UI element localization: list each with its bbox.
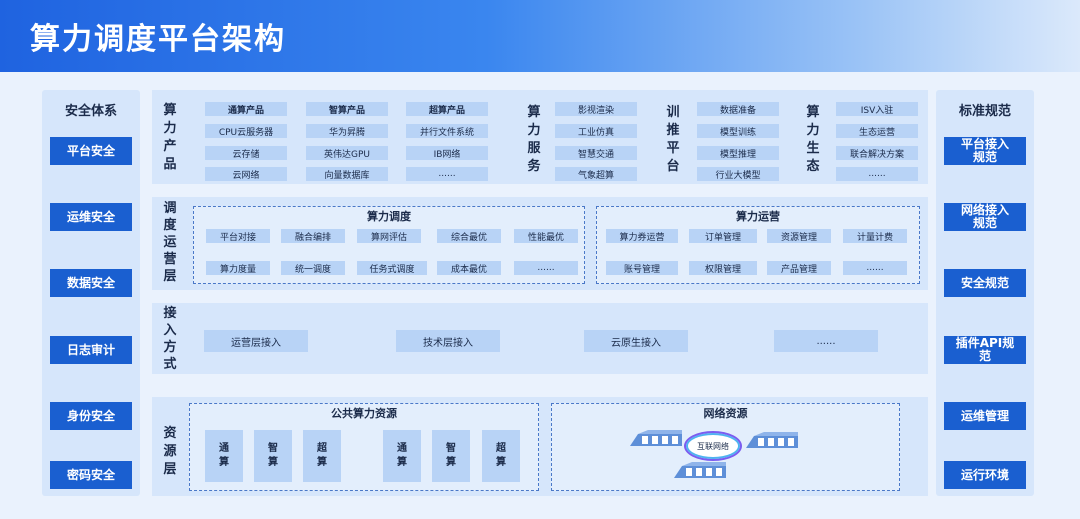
dispatch-chip[interactable]: 成本最优: [437, 261, 501, 275]
product-chip[interactable]: 云存储: [205, 146, 287, 160]
scheduling-label: 调 度 运 营 层: [163, 201, 177, 284]
product-chip[interactable]: 华为昇腾: [306, 124, 388, 138]
product-chip[interactable]: 智算产品: [306, 102, 388, 116]
standards-item[interactable]: 网络接入 规范: [944, 203, 1026, 231]
dispatch-chip[interactable]: 平台对接: [206, 229, 270, 243]
operation-chip[interactable]: ......: [843, 261, 907, 275]
training-chip[interactable]: 数据准备: [697, 102, 779, 116]
security-item[interactable]: 密码安全: [50, 461, 132, 489]
resource-box[interactable]: 通 算: [205, 430, 243, 482]
product-chip[interactable]: ......: [406, 167, 488, 181]
operation-chip[interactable]: 权限管理: [689, 261, 757, 275]
operation-chip[interactable]: 订单管理: [689, 229, 757, 243]
product-chip[interactable]: 英伟达GPU: [306, 146, 388, 160]
security-item[interactable]: 身份安全: [50, 402, 132, 430]
standards-panel-title: 标准规范: [958, 104, 1011, 119]
datacenter-icon: [630, 430, 682, 446]
operation-title: 算力运营: [736, 210, 780, 223]
products-label: 算 力 产 品: [163, 103, 177, 172]
security-panel-title: 安全体系: [64, 104, 117, 119]
dispatch-chip[interactable]: 统一调度: [281, 261, 345, 275]
network-resources-title: 网络资源: [703, 407, 748, 420]
operation-chip[interactable]: 算力券运营: [606, 229, 678, 243]
product-chip[interactable]: CPU云服务器: [205, 124, 287, 138]
resources-label: 资 源 层: [163, 426, 177, 477]
product-chip[interactable]: 通算产品: [205, 102, 287, 116]
dispatch-chip[interactable]: 算网评估: [357, 229, 421, 243]
product-chip[interactable]: 并行文件系统: [406, 124, 488, 138]
datacenter-icon: [746, 432, 798, 448]
standards-item[interactable]: 安全规范: [944, 269, 1026, 297]
security-panel: 安全体系 平台安全 运维安全 数据安全 日志审计 身份安全 密码安全: [42, 90, 140, 496]
dispatch-chip[interactable]: 性能最优: [514, 229, 578, 243]
interconnect-network-label: 互联网络: [697, 441, 729, 451]
services-label: 算 力 服 务: [527, 105, 541, 174]
dispatch-chip[interactable]: ......: [514, 261, 578, 275]
interconnect-network-icon: 互联网络: [684, 431, 742, 461]
dispatch-chip[interactable]: 算力度量: [206, 261, 270, 275]
access-chip[interactable]: 云原生接入: [584, 330, 688, 352]
resource-box[interactable]: 智 算: [432, 430, 470, 482]
access-chip[interactable]: ......: [774, 330, 878, 352]
standards-item[interactable]: 插件API规 范: [944, 336, 1026, 364]
access-label: 接 入 方 式: [163, 306, 177, 372]
public-resources-title: 公共算力资源: [331, 407, 397, 420]
security-item[interactable]: 平台安全: [50, 137, 132, 165]
service-chip[interactable]: 智慧交通: [555, 146, 637, 160]
standards-item[interactable]: 运维管理: [944, 402, 1026, 430]
standards-item[interactable]: 平台接入 规范: [944, 137, 1026, 165]
dispatch-chip[interactable]: 融合编排: [281, 229, 345, 243]
operation-chip[interactable]: 产品管理: [767, 261, 831, 275]
access-chip[interactable]: 运营层接入: [204, 330, 308, 352]
product-chip[interactable]: 云网络: [205, 167, 287, 181]
standards-item[interactable]: 运行环境: [944, 461, 1026, 489]
dispatch-title: 算力调度: [367, 210, 411, 223]
header-banner: 算力调度平台架构: [0, 0, 1080, 72]
datacenter-icon: [674, 462, 726, 478]
dispatch-chip[interactable]: 任务式调度: [357, 261, 427, 275]
public-resources-group: 公共算力资源: [189, 403, 539, 491]
access-chip[interactable]: 技术层接入: [396, 330, 500, 352]
ecology-chip[interactable]: 联合解决方案: [836, 146, 918, 160]
service-chip[interactable]: 气象超算: [555, 167, 637, 181]
resource-box[interactable]: 通 算: [383, 430, 421, 482]
training-chip[interactable]: 行业大模型: [697, 167, 779, 181]
ecology-chip[interactable]: ......: [836, 167, 918, 181]
security-item[interactable]: 数据安全: [50, 269, 132, 297]
resource-box[interactable]: 智 算: [254, 430, 292, 482]
training-label: 训 推 平 台: [666, 105, 680, 174]
product-chip[interactable]: IB网络: [406, 146, 488, 160]
resource-box[interactable]: 超 算: [303, 430, 341, 482]
operation-chip[interactable]: 账号管理: [606, 261, 678, 275]
ecology-chip[interactable]: 生态运营: [836, 124, 918, 138]
operation-chip[interactable]: 资源管理: [767, 229, 831, 243]
dispatch-chip[interactable]: 综合最优: [437, 229, 501, 243]
security-item[interactable]: 日志审计: [50, 336, 132, 364]
standards-panel: 标准规范 平台接入 规范 网络接入 规范 安全规范 插件API规 范 运维管理 …: [936, 90, 1034, 496]
ecology-label: 算 力 生 态: [806, 105, 820, 174]
product-chip[interactable]: 超算产品: [406, 102, 488, 116]
service-chip[interactable]: 影视渲染: [555, 102, 637, 116]
resource-box[interactable]: 超 算: [482, 430, 520, 482]
page-title: 算力调度平台架构: [30, 22, 286, 57]
training-chip[interactable]: 模型训练: [697, 124, 779, 138]
security-item[interactable]: 运维安全: [50, 203, 132, 231]
service-chip[interactable]: 工业仿真: [555, 124, 637, 138]
product-chip[interactable]: 向量数据库: [306, 167, 388, 181]
operation-chip[interactable]: 计量计费: [843, 229, 907, 243]
training-chip[interactable]: 模型推理: [697, 146, 779, 160]
ecology-chip[interactable]: ISV入驻: [836, 102, 918, 116]
